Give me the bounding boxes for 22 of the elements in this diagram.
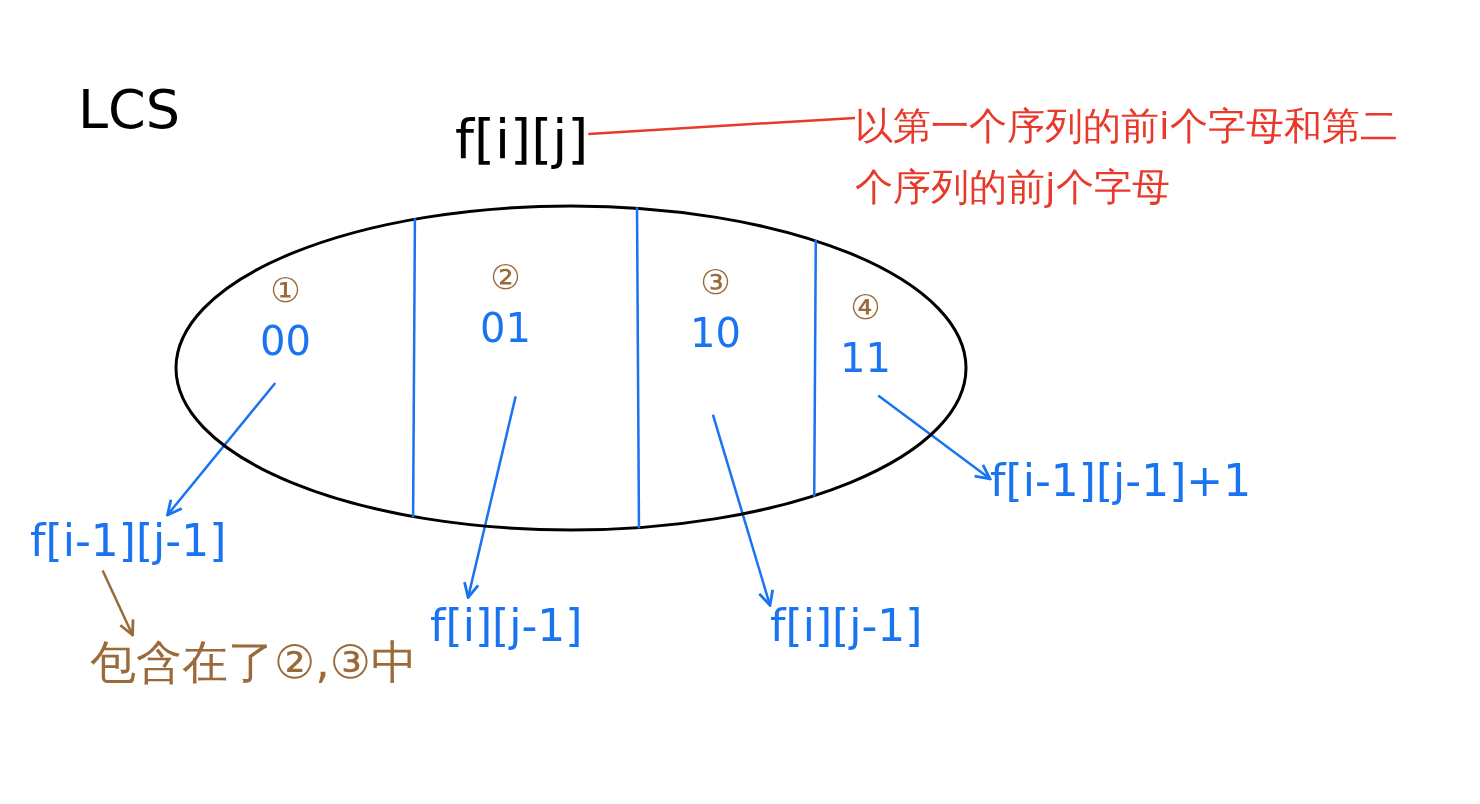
case-code: 01 (480, 308, 531, 348)
case-code: 00 (260, 321, 311, 361)
formula-text: f[i][j-1] (770, 600, 923, 653)
case-code: 11 (840, 338, 891, 378)
title-text: LCS (78, 78, 181, 141)
case-code: 10 (690, 313, 741, 353)
circled-number: ① (270, 273, 301, 307)
state-formula: f[i][j] (455, 108, 589, 173)
formula-text: f[i-1][j-1] (30, 515, 227, 568)
arrow (166, 382, 277, 517)
circled-number: ③ (700, 265, 731, 299)
arrow (101, 569, 135, 637)
connector-line (588, 116, 856, 136)
arrow (877, 394, 992, 481)
formula-text: f[i][j-1] (430, 600, 583, 653)
arrow (463, 396, 517, 599)
arrow (711, 414, 775, 607)
formula-text: f[i-1][j-1]+1 (990, 455, 1252, 508)
annotation-text: 以第一个序列的前i个字母和第二个序列的前j个字母 (855, 96, 1415, 218)
circled-number: ② (490, 260, 521, 294)
circled-number: ④ (850, 290, 881, 324)
formula-text: 包含在了②,③中 (90, 635, 418, 691)
